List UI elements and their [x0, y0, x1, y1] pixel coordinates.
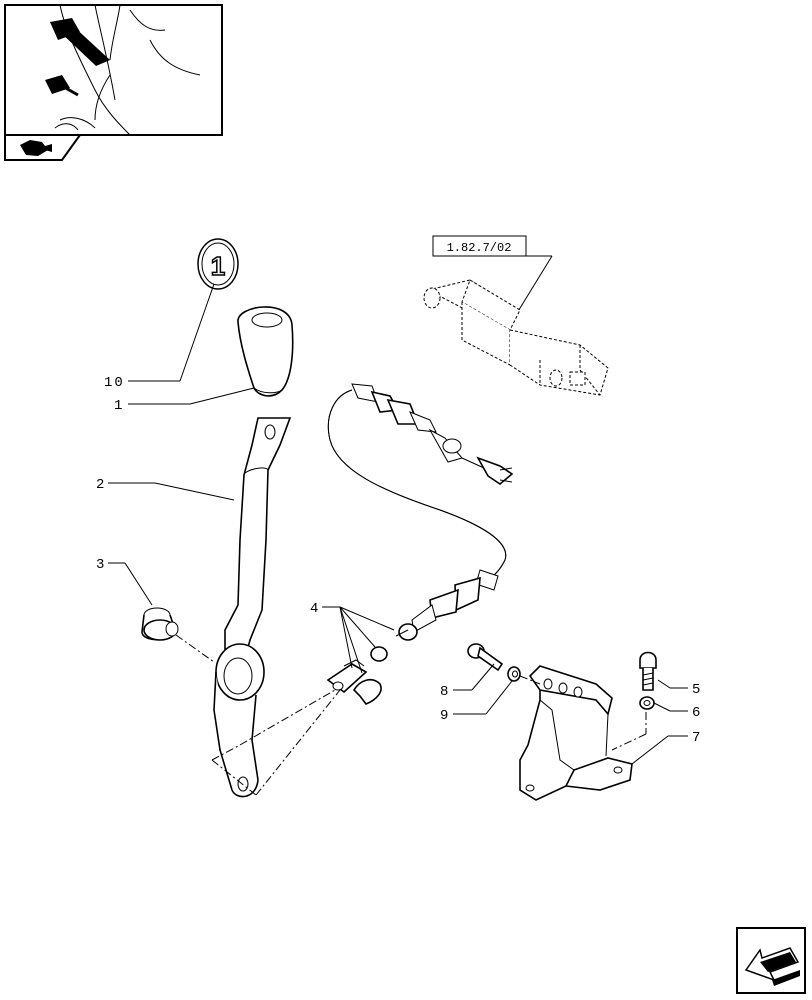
- callout-1: 1: [114, 398, 122, 414]
- callout-5: 5: [692, 682, 700, 698]
- washer-9: [507, 666, 521, 682]
- next-page-arrow-icon[interactable]: [736, 927, 806, 994]
- callout-4: 4: [310, 601, 318, 617]
- reference-assembly-drawing: [423, 279, 609, 396]
- control-cable: [327, 383, 514, 641]
- callout-3: 3: [96, 557, 104, 573]
- reference-box[interactable]: 1.82.7/02: [432, 235, 527, 257]
- gear-lever-arm: [213, 417, 292, 798]
- washer-6: [639, 696, 655, 710]
- bolt-5: [639, 651, 657, 691]
- bushing: [141, 607, 179, 641]
- callout-9: 9: [440, 708, 448, 724]
- group-badge: 1: [197, 238, 239, 290]
- tractor-section-icon: [4, 134, 82, 161]
- cable-fork: [326, 646, 388, 705]
- callout-7: 7: [692, 730, 700, 746]
- lever-knob: [237, 306, 294, 397]
- callout-2: 2: [96, 477, 104, 493]
- badge-number: 1: [211, 251, 225, 281]
- bolt-8: [467, 643, 504, 672]
- callout-10: 10: [104, 375, 125, 391]
- support-bracket: [519, 665, 633, 801]
- callout-6: 6: [692, 705, 700, 721]
- callout-labels: 10 1 2 3 4 5 6 7 8 9: [96, 375, 700, 746]
- leader-lines: [108, 283, 688, 765]
- reference-label: 1.82.7/02: [447, 241, 512, 255]
- thumbnail-image: [4, 4, 223, 136]
- callout-8: 8: [440, 684, 448, 700]
